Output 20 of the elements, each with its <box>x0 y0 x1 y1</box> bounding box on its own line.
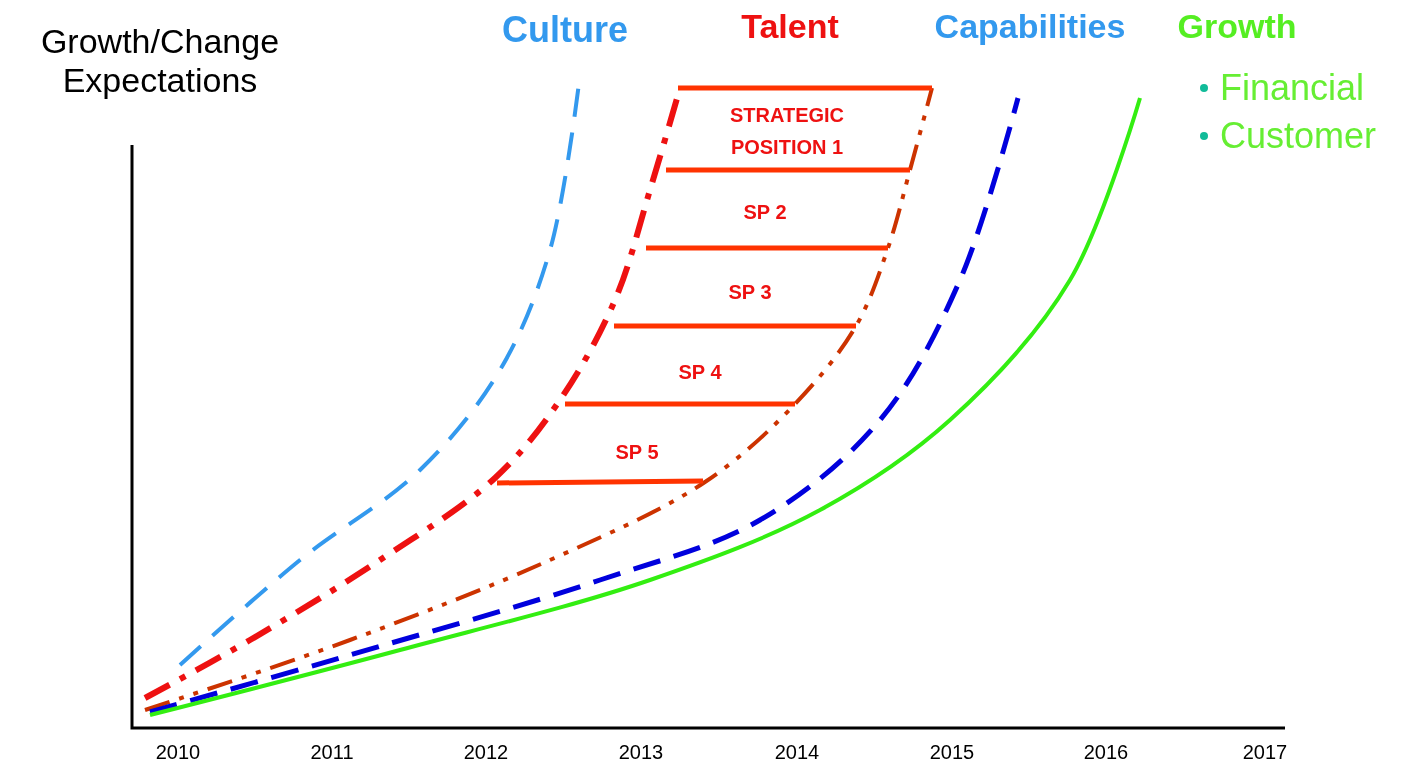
list-item: Financial <box>1220 67 1365 109</box>
band-label: SP 4 <box>678 360 722 384</box>
tick-label: 2014 <box>774 740 820 764</box>
axis-title: Growth/Change Expectations <box>39 22 281 101</box>
band-label: SP 2 <box>743 200 787 224</box>
list-item: Customer <box>1220 115 1377 157</box>
band-label: SP 5 <box>615 440 659 464</box>
tick-label: 2017 <box>1242 740 1288 764</box>
tick-label: 2011 <box>310 740 354 764</box>
tick-label: 2013 <box>618 740 664 764</box>
band-label: STRATEGIC POSITION 1 <box>728 103 846 160</box>
tick-label: 2016 <box>1083 740 1129 764</box>
band-label: SP 3 <box>728 280 772 304</box>
tick-label: 2012 <box>463 740 509 764</box>
curve-label: Talent <box>741 7 839 47</box>
tick-label: 2015 <box>929 740 975 764</box>
curve-label: Capabilities <box>934 7 1126 47</box>
curve-label: Growth <box>1177 7 1297 47</box>
tick-label: 2010 <box>155 740 201 764</box>
curve-label: Culture <box>502 9 628 51</box>
